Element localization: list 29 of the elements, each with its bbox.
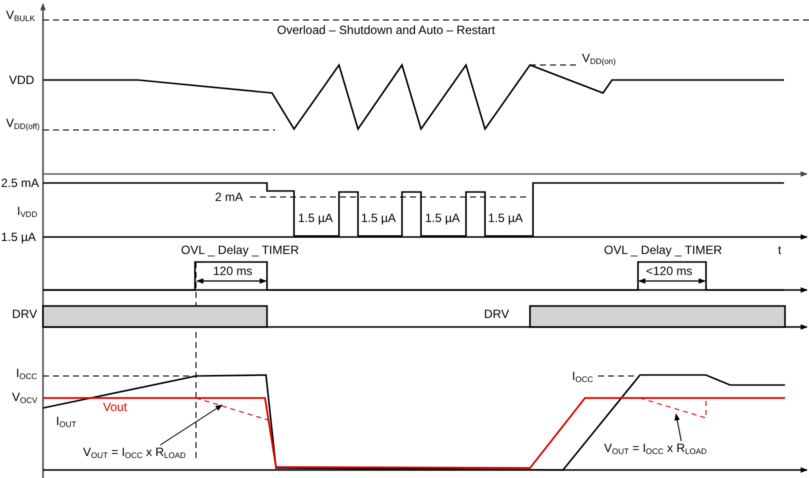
level-label: V$_{OCV}$	[12, 390, 38, 407]
axis-label: V$_{BULK}$	[6, 8, 35, 25]
signal-label: DRV	[12, 307, 38, 321]
level-label: 1.5 µA	[488, 211, 523, 225]
signal-label: I$_{OUT}$	[56, 414, 76, 431]
level-label: I$_{OCC}$	[16, 366, 38, 383]
dimension-label: 120 ms	[213, 264, 252, 278]
level-label: 1.5 µA	[425, 211, 460, 225]
signal-label: OVL _ Delay _ TIMER	[181, 243, 300, 257]
signal-label: OVL _ Delay _ TIMER	[604, 243, 722, 257]
formula-label: V$_{OUT}$ = I$_{OCC}$ x R$_{LOAD}$	[83, 445, 186, 463]
signal-label: Vout	[103, 400, 128, 414]
diagram-heading: Overload – Shutdown and Auto – Restart	[277, 23, 496, 37]
dimension-label: <120 ms	[646, 264, 692, 278]
axis-label: VDD	[9, 73, 34, 87]
axis-label: V$_{DD(off)}$	[6, 116, 40, 133]
axis-label: t	[778, 243, 782, 257]
axis-label: I$_{VDD}$	[17, 204, 38, 221]
axis-label: 1.5 µA	[1, 230, 36, 244]
level-label: V$_{DD(on)}$	[582, 51, 616, 68]
formula-label: V$_{OUT}$ = I$_{OCC}$ x R$_{LOAD}$	[604, 441, 707, 459]
leader-line	[674, 413, 682, 442]
axis-label: 2.5 mA	[1, 176, 40, 190]
level-label: 2 mA	[215, 190, 244, 204]
level-label: 1.5 µA	[361, 211, 396, 225]
level-label: I$_{OCC}$	[572, 369, 594, 386]
leader-line	[160, 404, 223, 446]
signal-label: DRV	[484, 307, 510, 321]
level-label: 1.5 µA	[298, 211, 333, 225]
